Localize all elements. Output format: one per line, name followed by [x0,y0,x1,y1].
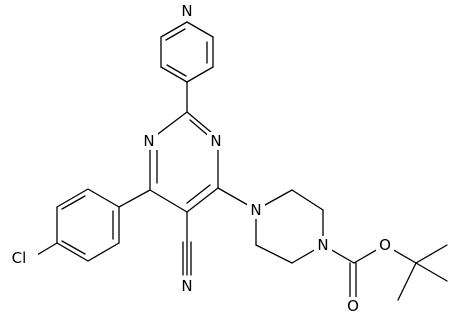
chlorine-label: Cl [12,249,27,267]
nitrile-nitrogen-label: N [181,277,192,295]
pyrimidine-ring [149,111,219,213]
chlorophenyl-ring [36,188,151,262]
nitrile-group [182,211,192,276]
piperazine-ring [255,189,324,264]
pyridine-ring [160,21,214,83]
piperazine-nitrogen-bottom-label: N [317,236,328,254]
pyrimidine-nitrogen-right-label: N [210,132,221,150]
piperazine-nitrogen-top-label: N [250,201,261,219]
pyridine-nitrogen-label: N [181,2,192,20]
ester-oxygen-label: O [379,236,391,254]
pyrimidine-nitrogen-left-label: N [143,132,154,150]
bond-pyrimidine-phenyl [118,189,151,208]
carbonyl-oxygen-label: O [347,297,359,315]
